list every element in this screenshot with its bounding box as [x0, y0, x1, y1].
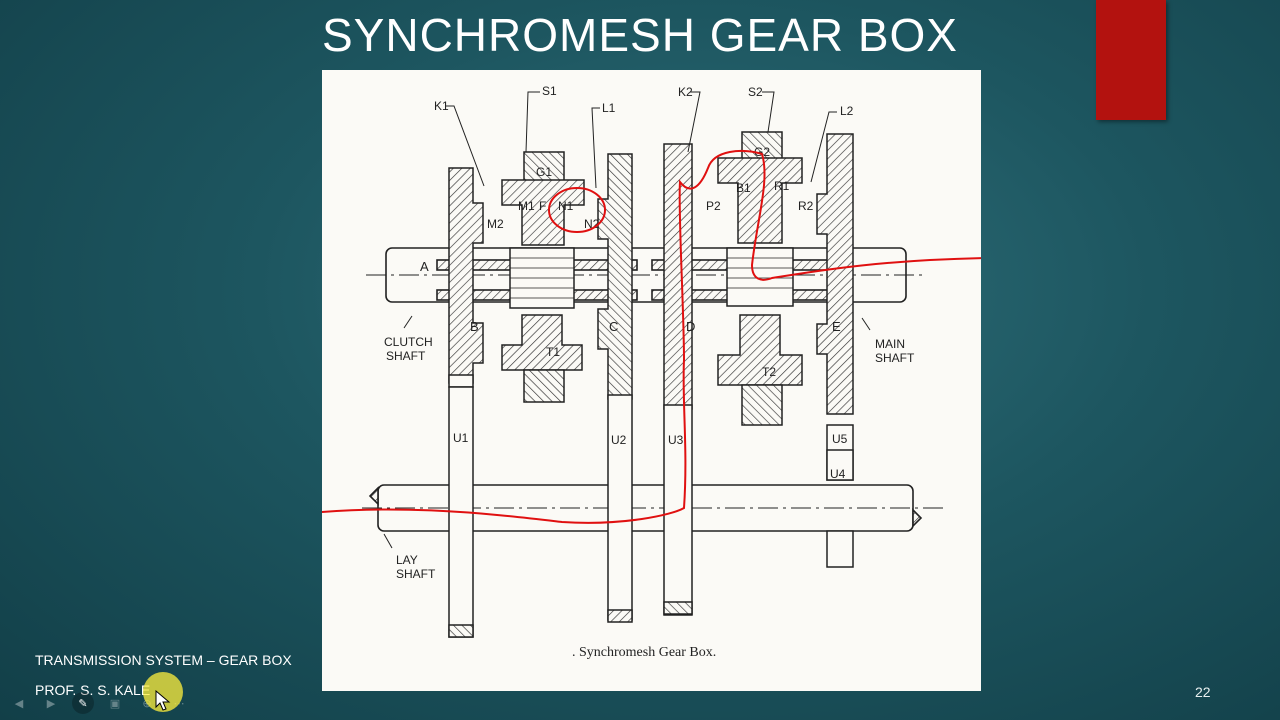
- label-a: A: [420, 259, 429, 274]
- label-u1: U1: [453, 431, 469, 445]
- label-k2: K2: [678, 85, 693, 99]
- label-g1: G1: [536, 165, 552, 179]
- previous-icon[interactable]: ◀: [14, 696, 24, 710]
- red-annotation: [322, 149, 981, 524]
- label-lay-shaft: SHAFT: [396, 567, 436, 581]
- gear-e: [816, 133, 854, 568]
- label-b: B: [470, 319, 479, 334]
- pen-icon[interactable]: ✎: [72, 692, 94, 714]
- next-icon[interactable]: ▶: [46, 696, 56, 710]
- label-u4: U4: [830, 467, 846, 481]
- label-t1: T1: [546, 345, 560, 359]
- slide-title: SYNCHROMESH GEAR BOX: [322, 9, 958, 61]
- label-main: MAIN: [875, 337, 905, 351]
- label-r1: R1: [774, 179, 790, 193]
- slides-icon[interactable]: ▣: [109, 696, 121, 710]
- label-s1: S1: [542, 84, 557, 98]
- label-m1: M1: [518, 199, 535, 213]
- synchronizer-1: [501, 151, 585, 403]
- gear-b: [448, 167, 484, 638]
- label-u3: U3: [668, 433, 684, 447]
- label-n1: N1: [558, 199, 574, 213]
- diagram-labels: K1 S1 L1 K2 S2 L2 G1 G2 M1 F N1 N2 M2 B1…: [384, 84, 915, 660]
- footer-author: PROF. S. S. KALE: [35, 682, 151, 698]
- lay-shaft: [362, 484, 947, 532]
- gear-c: [597, 153, 633, 623]
- label-u5: U5: [832, 432, 848, 446]
- label-clutch: CLUTCH: [384, 335, 433, 349]
- gear-d: [663, 143, 693, 616]
- mouse-cursor-icon: [155, 690, 171, 711]
- label-k1: K1: [434, 99, 449, 113]
- label-lay: LAY: [396, 553, 418, 567]
- label-f1: F: [539, 199, 546, 213]
- leader-lines: [383, 91, 871, 549]
- label-m2: M2: [487, 217, 504, 231]
- footer-course-title: TRANSMISSION SYSTEM – GEAR BOX: [35, 652, 292, 668]
- label-e: E: [832, 319, 841, 334]
- gearbox-diagram: K1 S1 L1 K2 S2 L2 G1 G2 M1 F N1 N2 M2 B1…: [322, 70, 981, 691]
- label-p2: P2: [706, 199, 721, 213]
- synchronizer-2: [717, 131, 803, 426]
- label-c: C: [609, 319, 618, 334]
- slide-number: 22: [1195, 684, 1211, 700]
- label-d: D: [686, 319, 695, 334]
- label-r2: R2: [798, 199, 814, 213]
- red-accent-block: [1096, 0, 1166, 120]
- label-l2: L2: [840, 104, 854, 118]
- label-main-shaft: SHAFT: [875, 351, 915, 365]
- label-b1: B1: [736, 181, 751, 195]
- label-g2: G2: [754, 145, 770, 159]
- label-l1: L1: [602, 101, 616, 115]
- label-t2: T2: [762, 365, 776, 379]
- figure-caption: . Synchromesh Gear Box.: [572, 645, 716, 660]
- label-s2: S2: [748, 85, 763, 99]
- label-u2: U2: [611, 433, 627, 447]
- label-clutch-shaft: SHAFT: [386, 349, 426, 363]
